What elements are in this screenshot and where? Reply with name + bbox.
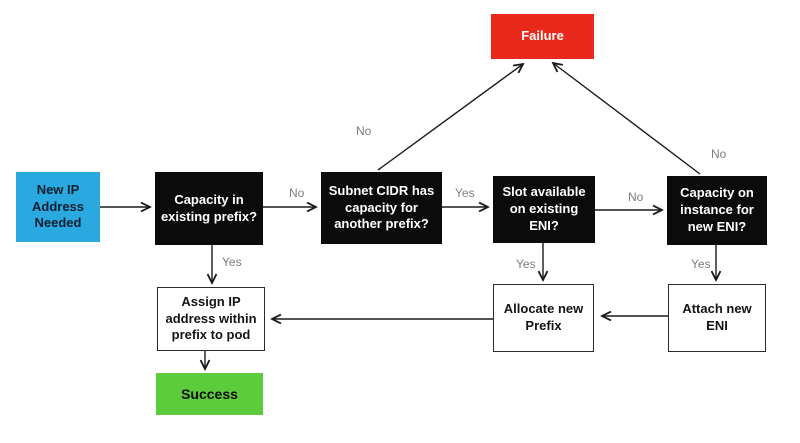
- node-new-ip-needed: New IP Address Needed: [16, 172, 100, 242]
- edge-subnet-to-failure: [377, 64, 523, 171]
- node-attach-new-eni: Attach new ENI: [668, 284, 766, 352]
- node-subnet-cidr-capacity: Subnet CIDR has capacity for another pre…: [321, 172, 442, 244]
- node-slot-available-eni: Slot available on existing ENI?: [493, 176, 595, 243]
- node-capacity-instance-new-eni: Capacity on instance for new ENI?: [667, 176, 767, 245]
- node-allocate-new-prefix: Allocate new Prefix: [493, 284, 594, 352]
- edge-instance-to-failure: [553, 63, 701, 175]
- edge-label-capacity-to-subnet-no: No: [289, 186, 305, 200]
- node-assign-ip-to-pod: Assign IP address within prefix to pod: [157, 287, 265, 351]
- edge-label-subnet-to-slot-yes: Yes: [455, 186, 475, 200]
- node-failure: Failure: [491, 14, 594, 59]
- edge-label-subnet-to-failure-no: No: [356, 124, 372, 138]
- edge-label-capacity-to-assign-yes: Yes: [222, 255, 242, 269]
- node-success: Success: [156, 373, 263, 415]
- edge-label-slot-to-instance-no: No: [628, 190, 644, 204]
- edge-label-instance-to-attach-yes: Yes: [691, 257, 711, 271]
- node-capacity-existing-prefix: Capacity in existing prefix?: [155, 172, 263, 245]
- edge-label-instance-to-failure-no: No: [711, 147, 727, 161]
- edge-label-slot-to-allocate-yes: Yes: [516, 257, 536, 271]
